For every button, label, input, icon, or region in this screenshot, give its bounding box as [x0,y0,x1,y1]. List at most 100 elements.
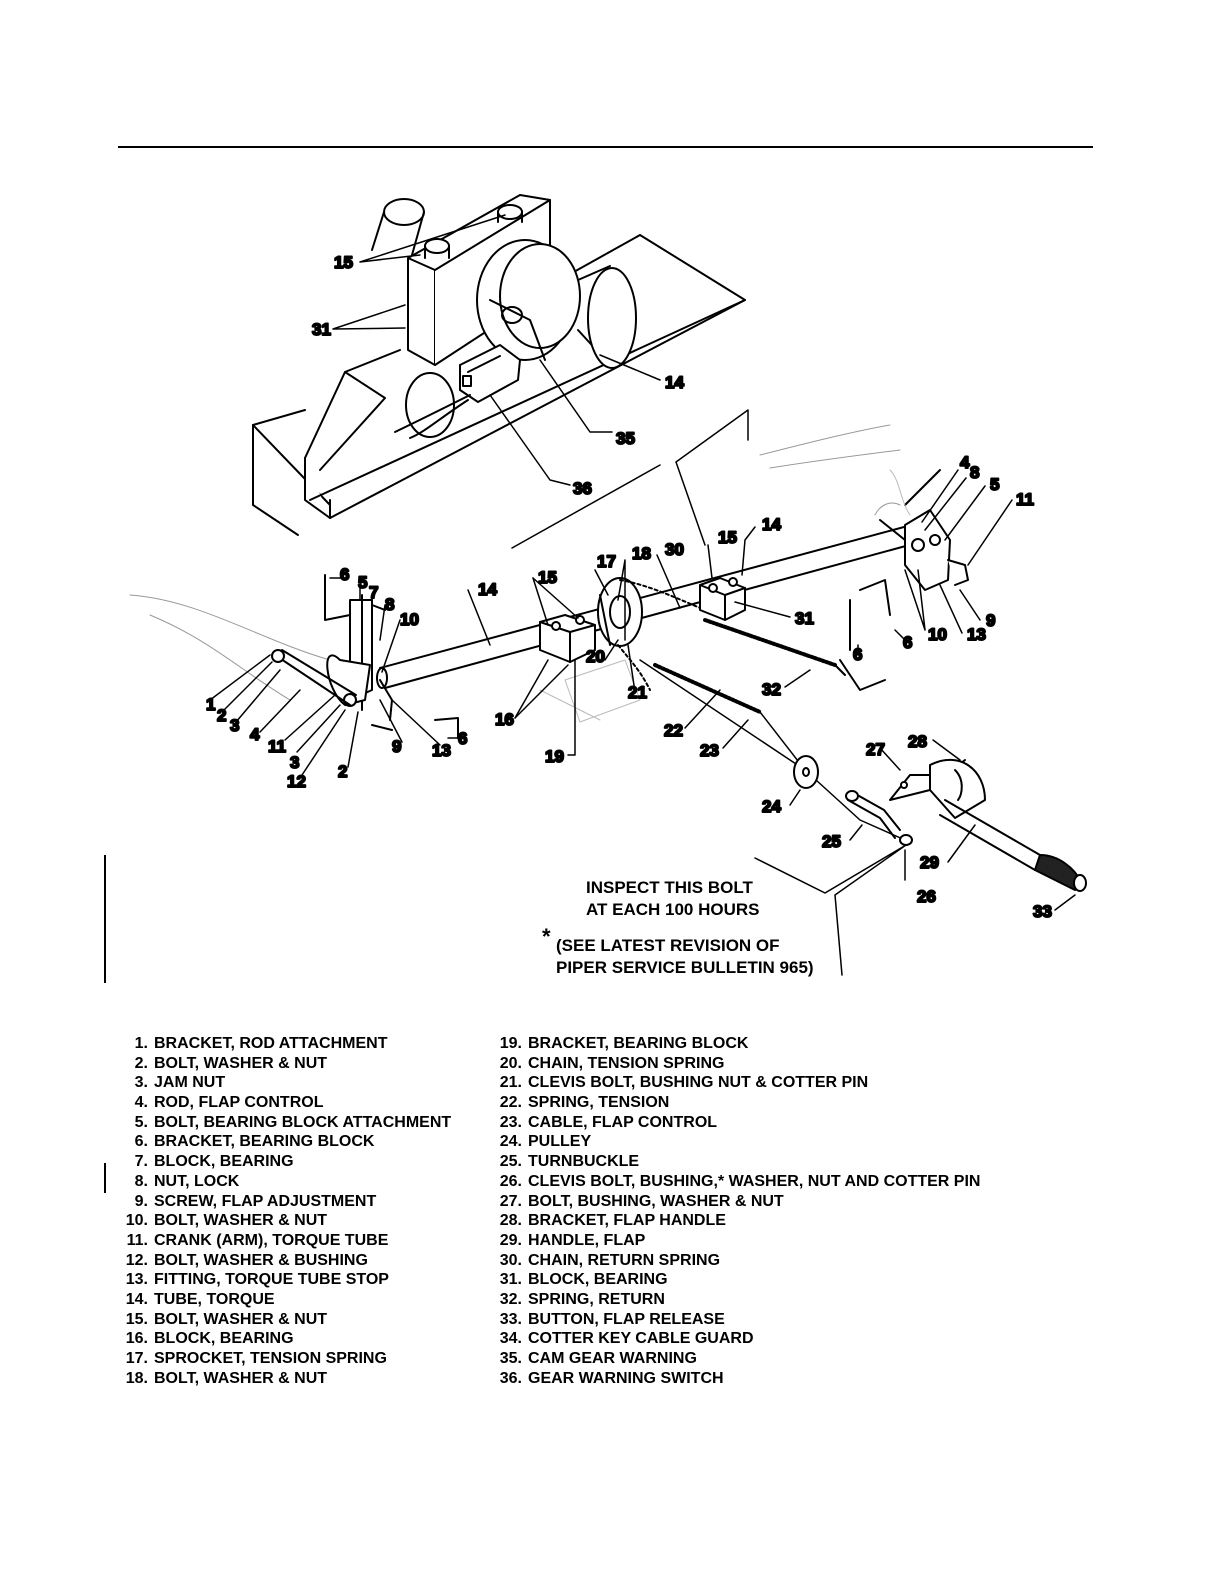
callout-18-center: 18 [632,544,651,563]
callout-25-handle: 25 [822,832,841,851]
flap-handle-assembly [889,759,1087,892]
callout-15-center-a: 15 [538,568,557,587]
legend-item-number: 30. [499,1251,522,1269]
header-rule [118,146,1093,148]
callout-8-left: 8 [385,595,394,614]
legend-item: 29.HANDLE, FLAP [491,1231,980,1251]
legend-item-text: BOLT, WASHER & NUT [154,1369,328,1387]
legend-item: 19.BRACKET, BEARING BLOCK [491,1034,980,1054]
legend-item-text: TURNBUCKLE [528,1153,640,1171]
revision-bar-legend [104,1163,106,1193]
callout-17-center: 17 [597,552,616,571]
flap-control-exploded-diagram: 15 31 14 35 36 6 5 7 8 10 1 2 3 4 11 3 1… [129,194,1087,976]
legend-item-text: NUT, LOCK [154,1172,240,1190]
callout-2-left-b: 2 [338,762,347,781]
legend-item: 2. BOLT, WASHER & NUT [117,1054,451,1074]
callout-13-right: 13 [967,625,986,644]
legend-item-text: CAM GEAR WARNING [528,1350,697,1367]
legend-item: 14.TUBE, TORQUE [117,1290,451,1310]
inspect-leaders [754,844,907,976]
legend-item-number: 36. [499,1369,522,1387]
legend-item-text: BRACKET, BEARING BLOCK [154,1133,375,1151]
callout-19-center: 19 [545,747,564,766]
legend-item: 12.BOLT, WASHER & BUSHING [117,1251,451,1271]
legend-item: 3.JAM NUT [117,1073,451,1093]
legend-item: 17.SPROCKET, TENSION SPRING [117,1349,451,1369]
legend-item: 16.BLOCK, BEARING [117,1329,451,1349]
callout-31-inset: 31 [312,320,331,339]
legend-item-number: 20. [499,1054,522,1072]
center-bearing-block-left [539,614,596,663]
callout-6-left-bottom: 6 [458,729,467,748]
legend-item: 1.BRACKET, ROD ATTACHMENT [117,1034,451,1054]
legend-item-number: 3. [134,1074,148,1092]
inset-detail [252,194,746,536]
callout-15-center-b: 15 [718,528,737,547]
legend-item-text: SCREW, FLAP ADJUSTMENT [154,1192,377,1210]
legend-item: 24.PULLEY [491,1132,980,1152]
revision-asterisk: * [542,924,551,949]
legend-item: 28.BRACKET, FLAP HANDLE [491,1211,980,1231]
pulley [793,755,819,789]
legend-item: 34. COTTER KEY CABLE GUARD [491,1329,980,1349]
legend-item: 25.TURNBUCKLE [491,1152,980,1172]
legend-item: 8.NUT, LOCK [117,1172,451,1192]
callout-7-left: 7 [369,583,378,602]
legend-item-number: 13. [125,1271,148,1289]
callout-3-left-b: 3 [290,753,299,772]
callout-11-left: 11 [268,737,286,756]
legend-item: 6.BRACKET, BEARING BLOCK [117,1132,451,1152]
legend-item: 9. SCREW, FLAP ADJUSTMENT [117,1192,451,1212]
return-spring [703,618,886,691]
legend-item: 36.GEAR WARNING SWITCH [491,1369,980,1389]
legend-item: 5.BOLT, BEARING BLOCK ATTACHMENT [117,1113,452,1133]
sprocket-assembly [597,577,711,691]
legend-item-text: BOLT, WASHER & BUSHING [154,1251,368,1269]
legend-item-text: BOLT, WASHER & NUT [154,1212,328,1230]
callout-3-left-a: 3 [230,716,239,735]
turnbuckle [845,790,901,839]
callout-24-handle: 24 [762,797,781,816]
torque-tube [376,519,936,689]
legend-item-text: CABLE, FLAP CONTROL [528,1113,718,1131]
legend-item-number: 16. [125,1330,148,1348]
callout-26-handle: 26 [917,887,936,906]
legend-item-number: 2. [134,1054,148,1072]
legend-item: 21.CLEVIS BOLT, BUSHING NUT & COTTER PIN [491,1073,980,1093]
legend-item-number: 26. [499,1172,522,1190]
callout-16-center: 16 [495,710,514,729]
legend-item-number: 9. [134,1192,148,1210]
legend-item-text: BUTTON, FLAP RELEASE [528,1310,725,1328]
legend-item-number: 1. [134,1035,148,1052]
legend-item-number: 35. [499,1350,522,1367]
revision-note-line2: PIPER SERVICE BULLETIN 965) [556,958,814,977]
legend-item: 23.CABLE, FLAP CONTROL [491,1113,980,1133]
inspect-note-line1: INSPECT THIS BOLT [586,878,753,897]
callout-14-inset: 14 [665,373,684,392]
legend-item: 26. CLEVIS BOLT, BUSHING,* WASHER, NUT AN… [491,1172,981,1192]
legend-item-number: 27. [499,1192,522,1210]
legend-item-text: CLEVIS BOLT, BUSHING,* WASHER, NUT AND C… [528,1172,981,1190]
legend-item-number: 34. [499,1330,522,1348]
left-end-assembly [271,574,459,739]
callout-27-handle: 27 [866,740,885,759]
callout-12-left: 12 [287,772,306,791]
callout-36-inset: 36 [573,479,592,498]
callout-22-center: 22 [664,721,683,740]
legend-item-number: 33. [499,1310,522,1328]
legend-item-text: CRANK (ARM), TORQUE TUBE [154,1231,389,1249]
revision-bar-notes [104,855,106,983]
callout-32-center: 32 [762,680,781,699]
legend-item: 10. BOLT, WASHER & NUT [117,1211,451,1231]
legend-item-number: 5. [134,1113,148,1131]
legend-item-number: 15. [125,1310,148,1328]
callout-6-left-top: 6 [340,565,349,584]
callout-21-center: 21 [628,683,647,702]
callout-29-handle: 29 [920,853,939,872]
legend-item: 15.BOLT, WASHER & NUT [117,1310,451,1330]
legend-item-text: FITTING, TORQUE TUBE STOP [154,1271,389,1289]
legend-item-number: 21. [499,1074,522,1092]
legend-item-text: COTTER KEY CABLE GUARD [528,1330,754,1348]
legend-item-text: BOLT, WASHER & NUT [154,1054,328,1072]
legend-item-number: 10. [125,1212,148,1230]
